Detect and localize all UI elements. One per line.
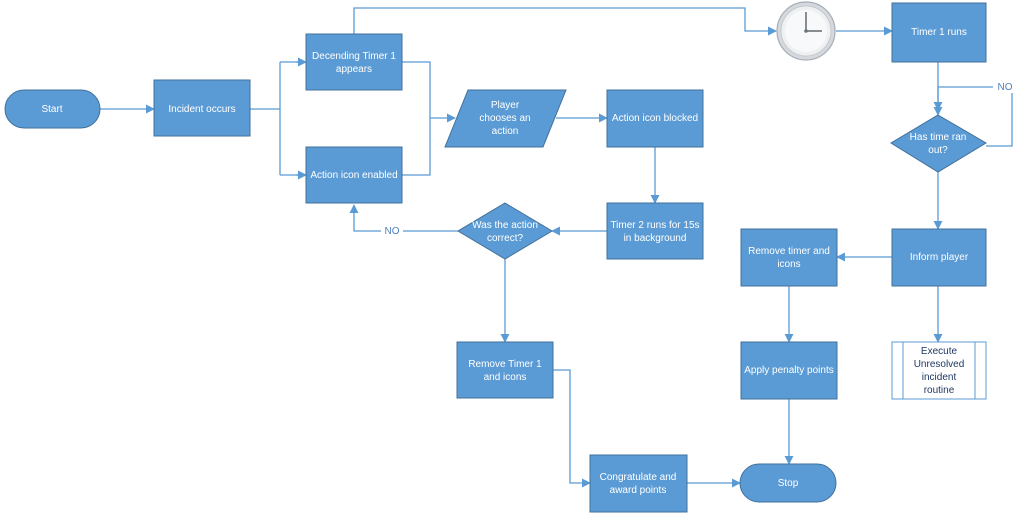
timer2-line1: Timer 2 runs for 15s bbox=[610, 220, 699, 231]
remove-timer1-line1: Remove Timer 1 bbox=[468, 359, 542, 370]
node-timer2-runs: Timer 2 runs for 15s in background bbox=[606, 202, 704, 260]
player-line3: action bbox=[492, 126, 519, 137]
unresolved-line3: incident bbox=[922, 372, 957, 383]
node-inform-player: Inform player bbox=[891, 228, 987, 287]
remove-timer1-line2: and icons bbox=[484, 372, 527, 383]
congratulate-line1: Congratulate and bbox=[600, 472, 677, 483]
edge-wascorrect-no bbox=[349, 204, 458, 232]
icon-enabled-label: Action icon enabled bbox=[310, 170, 397, 181]
edge-icon-enabled-merge bbox=[402, 113, 456, 176]
remove-timer-icons-line2: icons bbox=[777, 259, 800, 270]
icon-blocked-label: Action icon blocked bbox=[612, 113, 698, 124]
node-incident-occurs: Incident occurs bbox=[153, 79, 251, 137]
node-stop: Stop bbox=[739, 463, 837, 503]
node-player-chooses-action: Player chooses an action bbox=[444, 89, 567, 148]
node-remove-timer1-icons: Remove Timer 1 and icons bbox=[456, 341, 554, 399]
was-correct-line2: correct? bbox=[487, 233, 524, 244]
node-congratulate: Congratulate and award points bbox=[589, 454, 688, 513]
node-action-icon-enabled: Action icon enabled bbox=[305, 146, 403, 204]
unresolved-line2: Unresolved bbox=[914, 359, 965, 370]
node-was-action-correct: Was the action correct? bbox=[457, 202, 553, 260]
edge-timer1-appears-merge bbox=[402, 61, 431, 118]
node-remove-timer-icons: Remove timer and icons bbox=[740, 228, 838, 287]
no-label-left-bg bbox=[381, 224, 403, 237]
node-action-icon-blocked: Action icon blocked bbox=[606, 89, 704, 148]
unresolved-line1: Execute bbox=[921, 346, 958, 357]
was-correct-line1: Was the action bbox=[472, 220, 538, 231]
timer1-appears-line1: Decending Timer 1 bbox=[312, 51, 396, 62]
incident-label: Incident occurs bbox=[168, 104, 235, 115]
timer2-line2: in background bbox=[624, 233, 687, 244]
edge-incident-split bbox=[250, 61, 306, 176]
time-out-line2: out? bbox=[928, 145, 948, 156]
no-label-left: NO bbox=[385, 226, 400, 237]
no-label-right-bg bbox=[993, 80, 1015, 93]
timer1-appears-line2: appears bbox=[336, 64, 372, 75]
clock-icon bbox=[776, 1, 836, 61]
edges bbox=[100, 7, 1013, 488]
congratulate-line2: award points bbox=[610, 485, 667, 496]
start-label: Start bbox=[41, 104, 62, 115]
player-line2: chooses an bbox=[479, 113, 530, 124]
node-has-time-ran-out: Has time ran out? bbox=[890, 114, 987, 173]
player-line1: Player bbox=[491, 100, 520, 111]
timer1-runs-label: Timer 1 runs bbox=[911, 27, 967, 38]
edge-removetimer1-congratulate bbox=[553, 369, 591, 488]
remove-timer-icons-line1: Remove timer and bbox=[748, 246, 830, 257]
node-apply-penalty: Apply penalty points bbox=[740, 341, 838, 400]
inform-label: Inform player bbox=[910, 252, 969, 263]
node-timer1-runs: Timer 1 runs bbox=[891, 2, 987, 63]
penalty-label: Apply penalty points bbox=[744, 365, 834, 376]
node-execute-unresolved: Execute Unresolved incident routine bbox=[891, 341, 987, 400]
unresolved-line4: routine bbox=[924, 385, 955, 396]
no-label-right: NO bbox=[998, 82, 1013, 93]
edge-timer1-appears-clock bbox=[353, 7, 777, 36]
time-out-line1: Has time ran bbox=[910, 132, 967, 143]
node-decending-timer-appears: Decending Timer 1 appears bbox=[305, 33, 403, 91]
node-start: Start bbox=[4, 89, 101, 129]
stop-label: Stop bbox=[778, 478, 799, 489]
